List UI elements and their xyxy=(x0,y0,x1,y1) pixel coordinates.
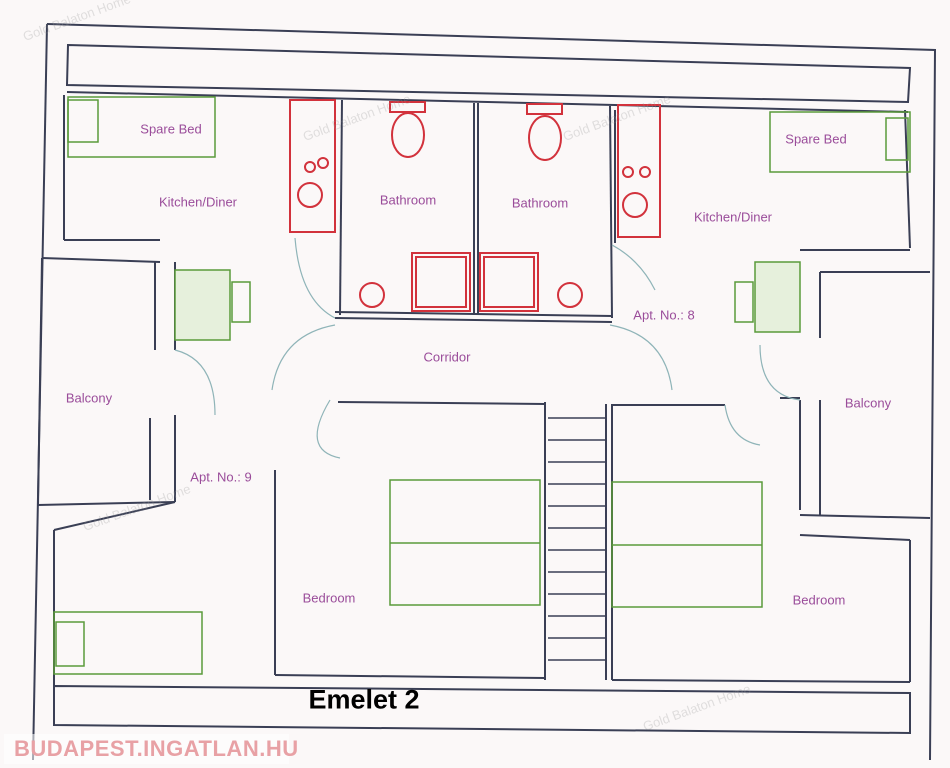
stairs xyxy=(548,417,606,661)
door-swings xyxy=(174,237,801,459)
floor-title: Emelet 2 xyxy=(308,684,420,715)
room-label-bathroom-left: Bathroom xyxy=(379,192,437,208)
room-label-balcony-right: Balcony xyxy=(844,395,892,411)
room-label-spare-bed-right: Spare Bed xyxy=(785,131,847,147)
room-label-bathroom-right: Bathroom xyxy=(511,195,569,211)
room-label-corridor: Corridor xyxy=(423,349,471,365)
room-label-spare-bed-left: Spare Bed xyxy=(140,121,202,137)
room-label-kitchen-right: Kitchen/Diner xyxy=(693,209,773,225)
apartment-label-8: Apt. No.: 8 xyxy=(633,307,695,323)
brand-text: BUDAPEST.INGATLAN.HU xyxy=(14,736,299,761)
room-label-bedroom-right: Bedroom xyxy=(792,592,846,608)
room-label-kitchen-left: Kitchen/Diner xyxy=(158,194,238,210)
brand-watermark: BUDAPEST.INGATLAN.HU xyxy=(4,734,298,764)
furniture xyxy=(53,96,911,675)
apartment-label-9: Apt. No.: 9 xyxy=(190,469,252,485)
room-label-bedroom-left: Bedroom xyxy=(302,590,356,606)
room-label-balcony-left: Balcony xyxy=(65,390,113,406)
sanitary-fixtures xyxy=(289,99,661,312)
